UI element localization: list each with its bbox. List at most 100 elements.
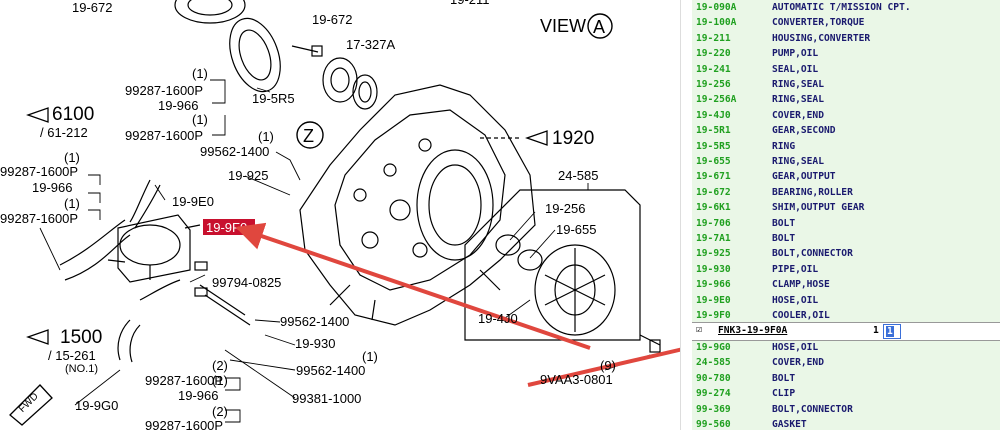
label-99287-f: 99287-1600P	[145, 418, 223, 430]
part-code: 99-369	[696, 403, 731, 415]
parts-list-row[interactable]: 99-560 GASKET	[692, 417, 1000, 432]
part-code: 19-220	[696, 48, 731, 60]
label-19-4j0: 19-4J0	[478, 311, 518, 326]
oil-cooler-drawing	[59, 179, 251, 363]
label-b3: (1)	[64, 196, 80, 211]
part-code: 24-585	[696, 357, 731, 369]
label-no1: (NO.1)	[65, 363, 98, 375]
part-code: 19-5R5	[696, 140, 731, 152]
parts-list-row[interactable]: 19-7A1 BOLT	[692, 231, 1000, 246]
part-description: COOLER,OIL	[772, 310, 830, 321]
quantity-label: 1	[873, 325, 879, 336]
part-code: 19-256A	[696, 94, 737, 106]
label-99794: 99794-0825	[212, 275, 281, 290]
label-17-327a: 17-327A	[346, 37, 395, 52]
label-6100: 6100	[52, 104, 94, 125]
z-marker: Z	[303, 126, 314, 146]
part-code: 19-6K1	[696, 202, 731, 214]
part-description: SEAL,OIL	[772, 63, 819, 75]
part-description: GASKET	[772, 419, 807, 430]
part-code: 99-560	[696, 419, 731, 430]
label-19-5r5: 19-5R5	[252, 91, 295, 106]
part-description: HOSE,OIL	[772, 294, 819, 306]
parts-list-row[interactable]: 19-256A RING,SEAL	[692, 92, 1000, 107]
label-99287-a: 99287-1600P	[125, 83, 203, 98]
label-19-966-a: 19-966	[158, 98, 198, 113]
parts-list-row[interactable]: 19-672 BEARING,ROLLER	[692, 185, 1000, 200]
part-code: 19-7A1	[696, 233, 731, 244]
part-description: GEAR,OUTPUT	[772, 171, 836, 183]
part-description: BOLT,CONNECTOR	[772, 248, 853, 260]
part-code: 19-5R1	[696, 125, 731, 137]
label-99287-c: 99287-1600P	[0, 164, 78, 179]
parts-list-row[interactable]: 19-241 SEAL,OIL	[692, 62, 1000, 77]
label-19-256: 19-256	[545, 201, 585, 216]
red-arrow-to-list	[527, 347, 680, 387]
part-code: 19-9E0	[696, 294, 731, 306]
label-99287-b: 99287-1600P	[125, 128, 203, 143]
part-code: 19-9F0	[696, 310, 731, 321]
part-description: BOLT	[772, 233, 796, 244]
quantity-input[interactable]: 1	[883, 324, 901, 339]
parts-list-row[interactable]: 19-100A CONVERTER,TORQUE	[692, 15, 1000, 30]
end-cover-inset	[464, 189, 661, 353]
part-code: 19-256	[696, 79, 731, 90]
part-description: CONVERTER,TORQUE	[772, 17, 865, 29]
label-99562-a: 99562-1400	[200, 144, 269, 159]
label-19-966-b: 19-966	[32, 180, 72, 195]
label-1500: 1500	[60, 327, 102, 348]
label-19-672-top: 19-672	[72, 0, 112, 15]
label-9vaa3: 9VAA3-0801	[540, 372, 613, 387]
label-1920: 1920	[552, 128, 594, 149]
z-marker-circle	[296, 121, 324, 149]
label-19-672: 19-672	[312, 12, 352, 27]
label-24-585: 24-585	[558, 168, 598, 183]
view-letter: A	[593, 17, 605, 37]
parts-list-row[interactable]: 19-9F0 COOLER,OIL	[692, 308, 1000, 323]
parts-list-row[interactable]: 19-5R5 RING	[692, 139, 1000, 154]
label-99381: 99381-1000	[292, 391, 361, 406]
exploded-parts-diagram: 19-9F0 VIEW A Z 19-	[0, 0, 680, 430]
part-description: RING,SEAL	[772, 94, 824, 106]
part-code: 19-211	[696, 32, 731, 44]
part-code: 19-930	[696, 263, 731, 275]
red-arrow-to-cooler	[235, 222, 591, 350]
part-code: 19-241	[696, 63, 731, 75]
label-a2: (1)	[192, 112, 208, 127]
label-c4: (2)	[212, 404, 228, 419]
label-99287-e: 99287-1600P	[145, 373, 223, 388]
selected-part-number[interactable]: FNK3-19-9F0A	[718, 325, 788, 336]
part-description: BEARING,ROLLER	[772, 186, 853, 198]
part-code: 19-672	[696, 186, 731, 198]
part-code: 19-100A	[696, 17, 737, 29]
label-b1: (1)	[64, 150, 80, 165]
label-19-966-c: 19-966	[178, 388, 218, 403]
part-description: CLIP	[772, 388, 796, 400]
part-code: 19-655	[696, 156, 731, 167]
label-19-925: 19-925	[228, 168, 268, 183]
checkbox[interactable]: ☑	[696, 324, 703, 335]
parts-list-row[interactable]: 19-9E0 HOSE,OIL	[692, 293, 1000, 308]
label-c2: (2)	[212, 358, 228, 373]
part-description: RING	[772, 140, 796, 152]
